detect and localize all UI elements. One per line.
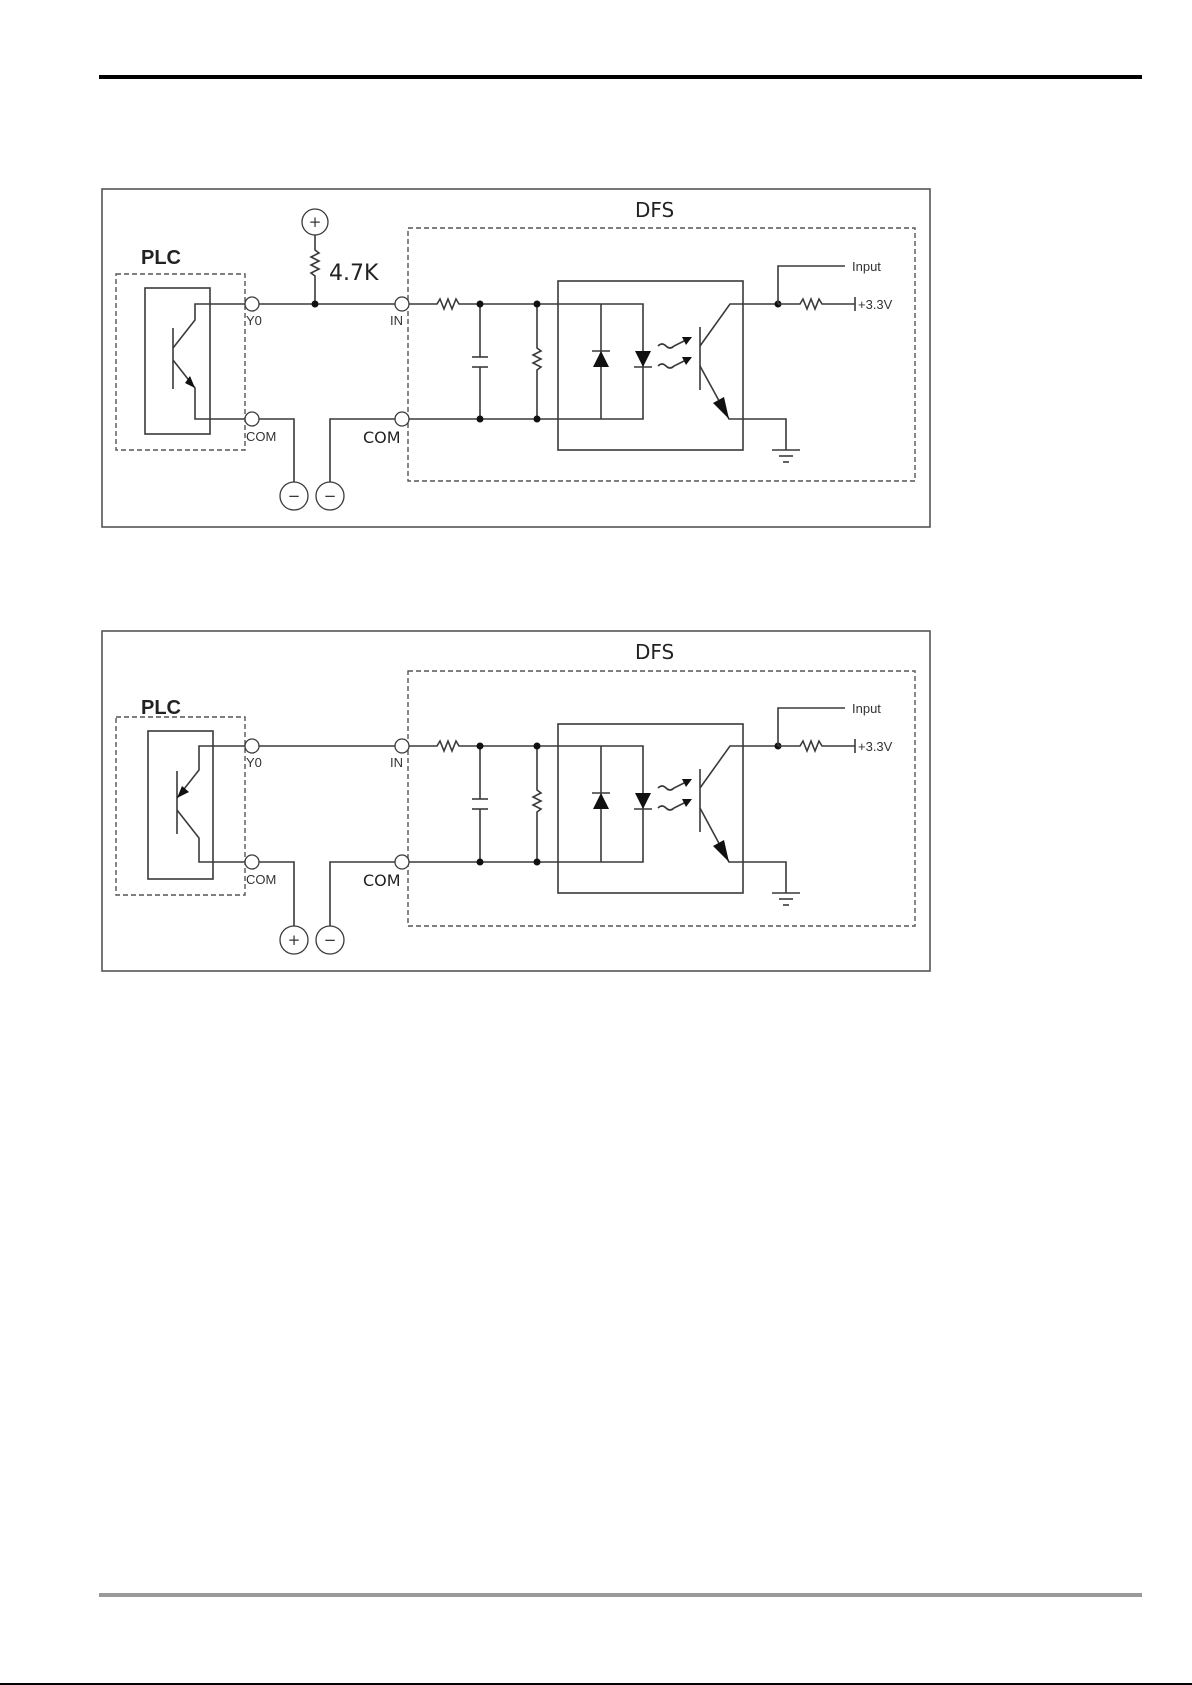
dfs-terminal-com — [395, 412, 409, 426]
plc-terminal-y0 — [245, 739, 259, 753]
plc-terminal-com — [245, 412, 259, 426]
dfs-terminal-com — [395, 855, 409, 869]
supply-3v3-label: +3.3V — [858, 297, 893, 312]
dfs-com-label: COM — [363, 871, 401, 890]
plc-label: PLC — [141, 697, 181, 719]
input-signal-label: Input — [852, 701, 881, 716]
diagram-frame — [102, 631, 930, 971]
positive-sign: + — [309, 213, 322, 231]
dfs-in-label: IN — [390, 313, 403, 328]
plc-com-label: COM — [246, 872, 276, 887]
plc-y0-label: Y0 — [246, 313, 262, 328]
dfs-terminal-in — [395, 297, 409, 311]
negative-sign: − — [324, 931, 337, 949]
dfs-terminal-in — [395, 739, 409, 753]
plc-label: PLC — [141, 247, 181, 269]
pullup-resistor-label: 4.7K — [329, 261, 379, 286]
plc-terminal-y0 — [245, 297, 259, 311]
plc-terminal-com — [245, 855, 259, 869]
input-signal-label: Input — [852, 259, 881, 274]
plc-y0-label: Y0 — [246, 755, 262, 770]
supply-3v3-label: +3.3V — [858, 739, 893, 754]
junction-dot — [312, 301, 319, 308]
wiring-diagram-pnp: PLC Y0 COM + − DFS IN COM — [0, 442, 1192, 1002]
dfs-in-label: IN — [390, 755, 403, 770]
positive-sign: + — [288, 931, 301, 949]
dfs-label: DFS — [635, 198, 674, 222]
dfs-label: DFS — [635, 640, 674, 664]
footer-rule — [99, 1593, 1142, 1597]
